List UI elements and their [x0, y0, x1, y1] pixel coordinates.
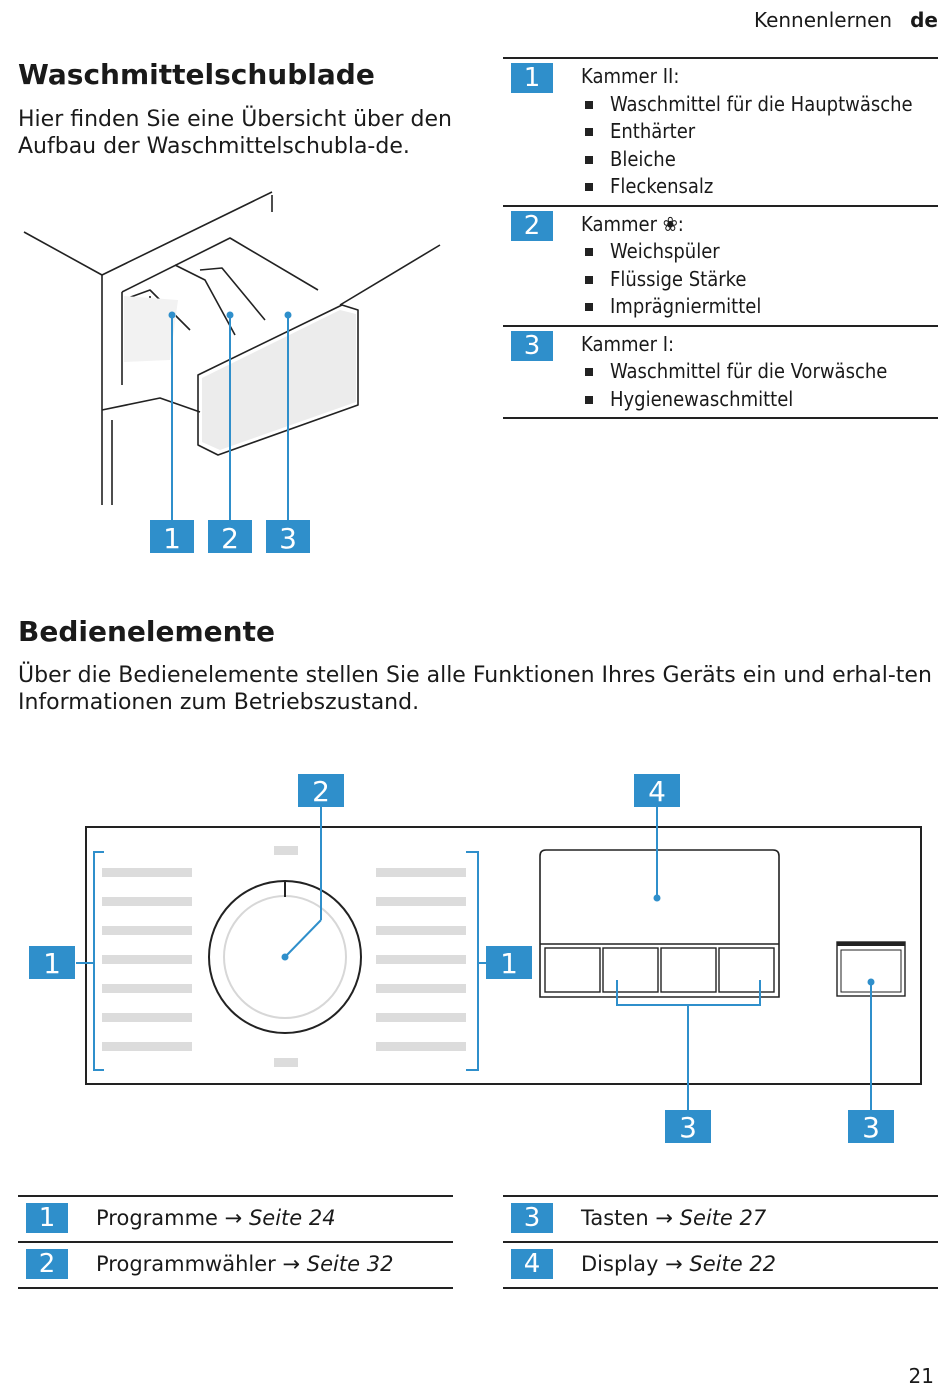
drawer-illustration: 1 2 3: [23, 191, 441, 555]
reference-row: 4 Display → Seite 22: [503, 1241, 938, 1289]
chamber-title: Kammer II:: [581, 64, 680, 88]
section-name: Kennenlernen: [753, 8, 893, 32]
callout-1: 1: [163, 522, 181, 555]
callout-programs-left: 1: [43, 947, 61, 980]
arrow-icon: →: [282, 1252, 301, 1276]
arrow-icon: →: [665, 1252, 683, 1276]
chamber-title: Kammer ❀:: [581, 211, 684, 236]
list-item: Flüssige Stärke: [581, 266, 938, 294]
page-link[interactable]: Seite 24: [248, 1206, 336, 1230]
reference-label: Display: [581, 1252, 659, 1276]
reference-number-badge: 1: [26, 1203, 68, 1233]
list-item: Weichspüler: [581, 238, 938, 266]
reference-table-right: 3 Tasten → Seite 27 4 Display → Seite 22: [503, 1195, 938, 1289]
program-bars-left: [102, 868, 192, 1051]
chamber-row: 3 Kammer I: Waschmittel für die Vorwäsch…: [503, 324, 938, 419]
control-panel-illustration: 1 1 2 4 3 3: [29, 774, 922, 1144]
chamber-row: 2 Kammer ❀: Weichspüler Flüssige Stärke …: [503, 204, 938, 325]
key-button[interactable]: [718, 947, 775, 993]
key-button[interactable]: [602, 947, 659, 993]
callout-display: 4: [648, 775, 666, 808]
callout-key-single: 3: [862, 1111, 880, 1144]
list-item: Fleckensalz: [581, 173, 938, 201]
reference-number-badge: 3: [511, 1203, 553, 1233]
chamber-title: Kammer I:: [581, 331, 675, 356]
reference-number-badge: 4: [511, 1249, 553, 1279]
chamber-number-badge: 2: [511, 210, 553, 241]
controls-intro: Über die Bedienelemente stellen Sie alle…: [18, 663, 932, 715]
drawer-title: Waschmittelschublade: [18, 58, 375, 91]
reference-row: 3 Tasten → Seite 27: [503, 1195, 938, 1241]
chamber-number-badge: 3: [511, 330, 553, 361]
list-item: Waschmittel für die Vorwäsche: [581, 358, 938, 386]
list-item: Imprägniermittel: [581, 293, 938, 321]
callout-dial: 2: [312, 775, 330, 808]
key-button[interactable]: [544, 947, 601, 993]
page-link[interactable]: Seite 32: [306, 1252, 394, 1276]
arrow-icon: →: [224, 1206, 243, 1230]
callout-2: 2: [221, 522, 239, 555]
chamber-row: 1 Kammer II: Waschmittel für die Hauptwä…: [503, 57, 938, 205]
list-item: Bleiche: [581, 146, 938, 174]
chamber-number-badge: 1: [511, 63, 553, 93]
page-link[interactable]: Seite 27: [679, 1206, 767, 1230]
reference-table-left: 1 Programme → Seite 24 2 Programmwähler …: [18, 1195, 453, 1289]
reference-label: Programmwähler: [96, 1252, 276, 1276]
reference-label: Programme: [96, 1206, 218, 1230]
list-item: Hygienewaschmittel: [581, 386, 938, 414]
page-link[interactable]: Seite 22: [689, 1252, 777, 1276]
arrow-icon: →: [655, 1206, 673, 1230]
controls-title: Bedienelemente: [18, 615, 275, 648]
reference-row: 2 Programmwähler → Seite 32: [18, 1241, 453, 1289]
reference-number-badge: 2: [26, 1249, 68, 1279]
page-number: 21: [908, 1364, 934, 1388]
callout-programs-right: 1: [500, 947, 518, 980]
program-bars-right: [376, 868, 466, 1051]
list-item: Enthärter: [581, 118, 938, 146]
language-code: de: [910, 8, 938, 32]
callout-keys: 3: [679, 1111, 697, 1144]
key-button[interactable]: [660, 947, 717, 993]
callout-3: 3: [279, 522, 297, 555]
drawer-intro: Hier finden Sie eine Übersicht über den …: [18, 107, 452, 159]
reference-row: 1 Programme → Seite 24: [18, 1195, 453, 1241]
reference-label: Tasten: [581, 1206, 649, 1230]
chamber-table: 1 Kammer II: Waschmittel für die Hauptwä…: [503, 57, 938, 419]
list-item: Waschmittel für die Hauptwäsche: [581, 91, 938, 119]
running-header: Kennenlernen de: [754, 8, 938, 32]
